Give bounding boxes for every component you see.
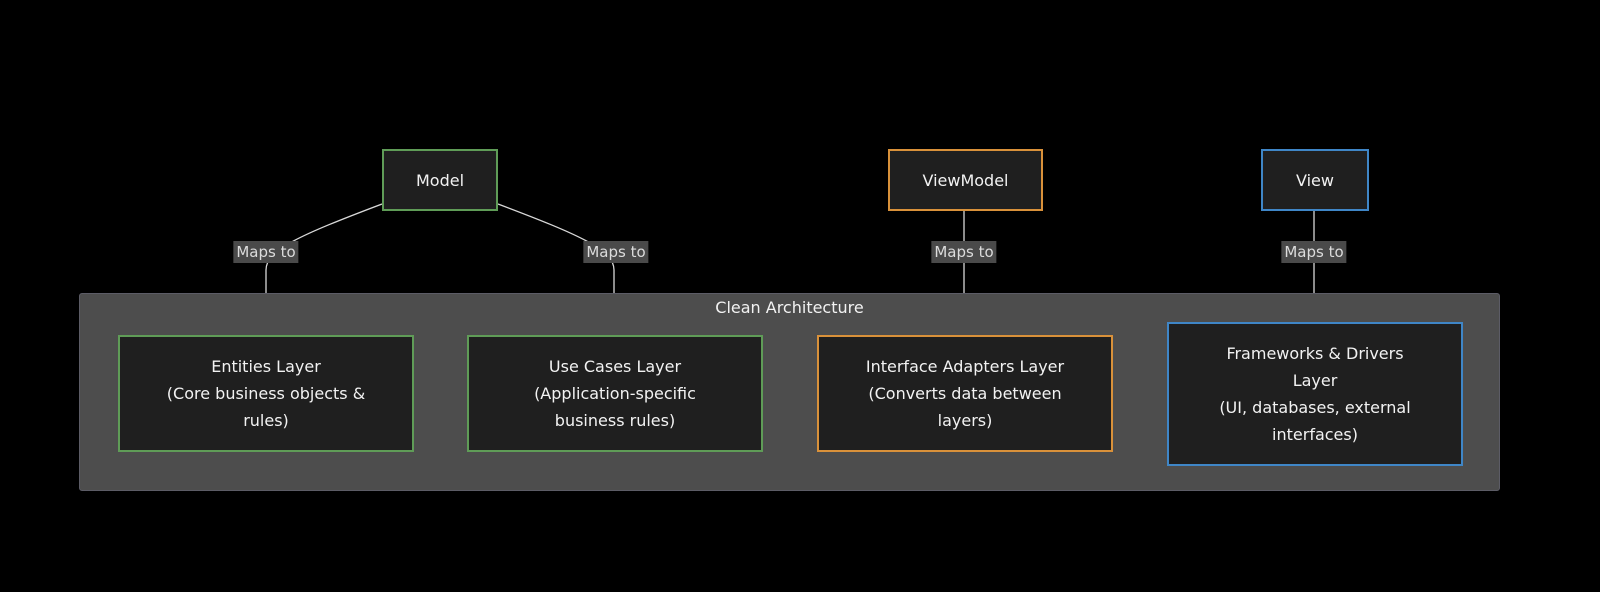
viewmodel-node[interactable]: ViewModel bbox=[888, 149, 1043, 211]
model-node[interactable]: Model bbox=[382, 149, 498, 211]
edge-label-viewmodel-adapters: Maps to bbox=[931, 241, 997, 263]
entities-layer-node[interactable]: Entities Layer (Core business objects & … bbox=[118, 335, 414, 452]
edge-label-model-usecases: Maps to bbox=[583, 241, 649, 263]
use-cases-layer-node[interactable]: Use Cases Layer (Application-specific bu… bbox=[467, 335, 763, 452]
edge-label-view-frameworks: Maps to bbox=[1281, 241, 1347, 263]
interface-adapters-layer-node[interactable]: Interface Adapters Layer (Converts data … bbox=[817, 335, 1113, 452]
frameworks-drivers-layer-node[interactable]: Frameworks & Drivers Layer (UI, database… bbox=[1167, 322, 1463, 466]
group-title: Clean Architecture bbox=[715, 298, 864, 317]
edge-label-model-entities: Maps to bbox=[233, 241, 299, 263]
view-node[interactable]: View bbox=[1261, 149, 1369, 211]
